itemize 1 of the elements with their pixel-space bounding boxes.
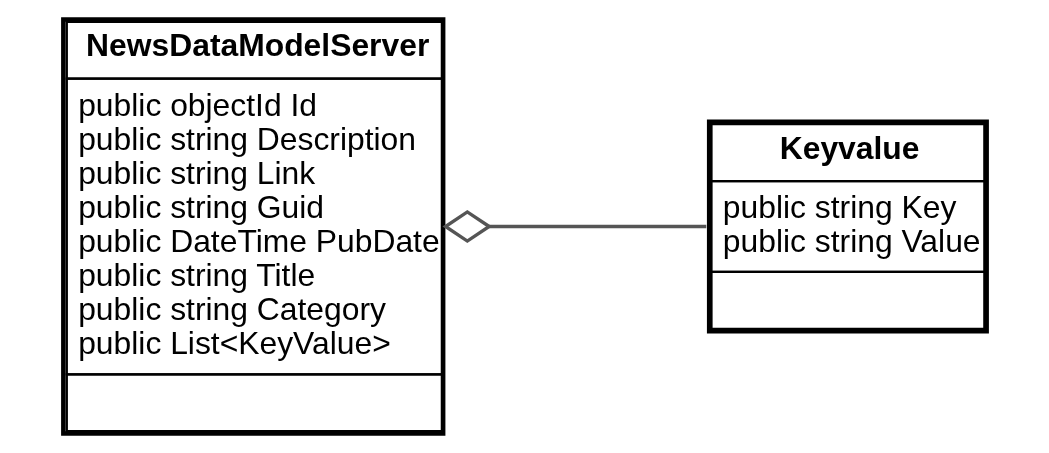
connector bbox=[441, 209, 706, 244]
